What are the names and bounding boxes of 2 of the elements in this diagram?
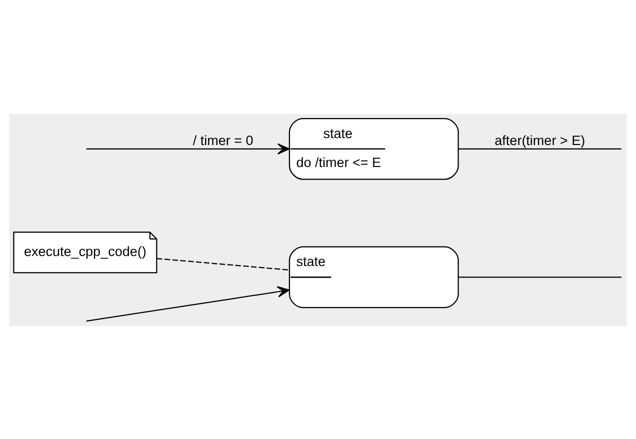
edge-label: after(timer > E) xyxy=(494,132,586,148)
edge-label: / timer = 0 xyxy=(192,132,254,148)
